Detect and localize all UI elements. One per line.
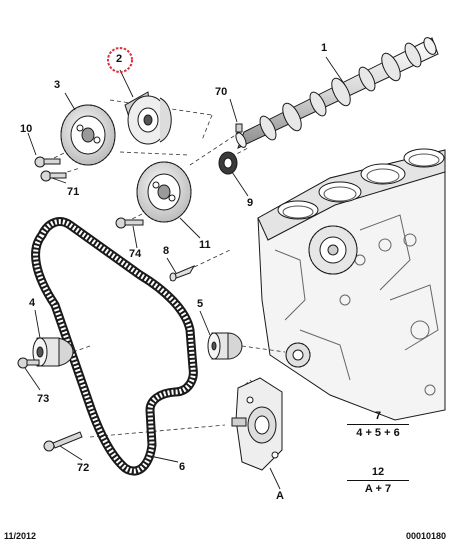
callout-10: 10	[20, 123, 33, 135]
formula-12-bar	[347, 480, 409, 481]
callout-73: 73	[37, 393, 50, 405]
idler-roller	[207, 332, 243, 360]
highlight-circle	[107, 47, 133, 73]
callout-9: 9	[247, 197, 254, 209]
footer-date: 11/2012	[4, 531, 37, 541]
callout-11: 11	[199, 239, 211, 251]
callout-2: 2	[116, 53, 123, 65]
footer-code: 00010180	[405, 531, 446, 541]
callout-3: 3	[54, 79, 61, 91]
camshaft-sprocket	[60, 104, 116, 166]
callout-70: 70	[215, 86, 228, 98]
formula-7-bar	[347, 424, 409, 425]
callout-71: 71	[67, 186, 80, 198]
callout-5: 5	[197, 298, 204, 310]
tensioner-roller	[32, 337, 74, 367]
callout-leaders	[24, 56, 346, 490]
formula-7: 7 4 + 5 + 6	[343, 410, 413, 439]
callout-A: A	[276, 490, 284, 502]
camshaft-hub	[124, 91, 172, 145]
formula-7-result: 7	[374, 410, 382, 422]
timing-belt	[31, 217, 198, 476]
callout-1: 1	[321, 42, 328, 54]
small-screw	[235, 123, 243, 133]
formula-12-parts: A + 7	[364, 483, 392, 495]
callout-8: 8	[163, 245, 170, 257]
formula-7-parts: 4 + 5 + 6	[356, 427, 400, 439]
tensioner-bolt	[17, 357, 40, 369]
callout-6: 6	[179, 461, 186, 473]
engine-block	[257, 148, 446, 421]
pump-sprocket-bolt	[115, 217, 144, 229]
camshaft	[235, 37, 439, 149]
formula-12-result: 12	[371, 466, 385, 478]
callout-74: 74	[129, 248, 142, 260]
sprocket-bolts	[34, 156, 67, 182]
formula-12: 12 A + 7	[343, 466, 413, 495]
injection-pump-sprocket	[136, 161, 192, 223]
water-pump	[231, 377, 283, 471]
callout-4: 4	[29, 297, 36, 309]
callout-72: 72	[77, 462, 90, 474]
stud	[169, 264, 196, 282]
seal-ring	[218, 151, 238, 175]
water-pump-bolt	[43, 431, 83, 452]
